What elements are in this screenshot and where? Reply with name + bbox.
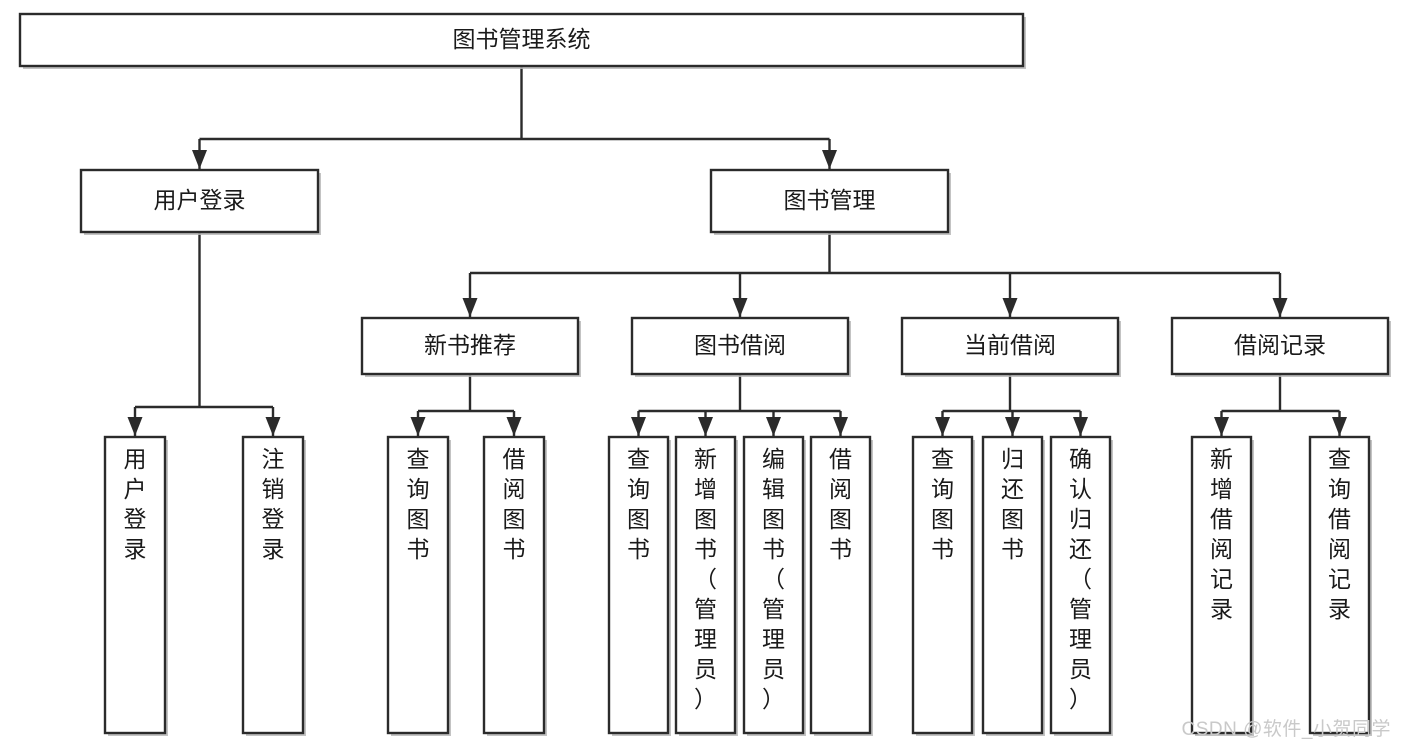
node-label: 确认归还（管理员） xyxy=(1069,446,1092,712)
node-label: 新增借阅记录 xyxy=(1210,446,1233,622)
arrow-head-icon xyxy=(410,417,426,436)
arrow-head-icon xyxy=(935,417,950,436)
node-leaf-logout-login[interactable]: 注销登录 xyxy=(241,435,306,736)
arrow-head-icon xyxy=(265,417,281,436)
connector-layer xyxy=(127,66,1347,436)
node-current-borrow[interactable]: 当前借阅 xyxy=(900,316,1121,377)
node-label: 查询图书 xyxy=(931,446,954,562)
node-label: 查询图书 xyxy=(407,446,430,562)
node-label: 用户登录 xyxy=(124,446,147,562)
node-label: 借阅图书 xyxy=(829,446,852,562)
arrow-head-icon xyxy=(462,298,478,317)
node-label: 图书借阅 xyxy=(694,332,786,358)
arrow-head-icon xyxy=(1005,417,1020,436)
node-label: 图书管理 xyxy=(784,187,876,213)
arrow-head-icon xyxy=(698,417,713,436)
node-label: 借阅记录 xyxy=(1234,332,1326,358)
node-label: 新书推荐 xyxy=(424,332,516,358)
node-leaf-return-book[interactable]: 归还图书 xyxy=(981,435,1045,736)
arrow-head-icon xyxy=(822,150,837,169)
node-label: 新增图书（管理员） xyxy=(694,446,717,712)
node-label: 当前借阅 xyxy=(964,332,1056,358)
node-book-manage[interactable]: 图书管理 xyxy=(709,168,951,235)
arrow-head-icon xyxy=(833,417,848,436)
node-leaf-edit-book[interactable]: 编辑图书（管理员） xyxy=(742,435,806,736)
node-label: 注销登录 xyxy=(262,446,285,562)
node-book-borrow[interactable]: 图书借阅 xyxy=(630,316,851,377)
arrow-head-icon xyxy=(1073,417,1088,436)
node-leaf-borrow-book-1[interactable]: 借阅图书 xyxy=(482,435,547,736)
node-root[interactable]: 图书管理系统 xyxy=(18,12,1026,69)
node-leaf-confirm-return[interactable]: 确认归还（管理员） xyxy=(1049,435,1113,736)
node-layer: 图书管理系统用户登录图书管理新书推荐图书借阅当前借阅借阅记录用户登录注销登录查询… xyxy=(18,12,1391,736)
node-leaf-query-book-3[interactable]: 查询图书 xyxy=(911,435,975,736)
arrow-head-icon xyxy=(1214,417,1229,436)
arrow-head-icon xyxy=(1002,298,1018,317)
arrow-head-icon xyxy=(631,417,646,436)
node-leaf-query-book-2[interactable]: 查询图书 xyxy=(607,435,671,736)
node-label: 用户登录 xyxy=(154,187,246,213)
node-new-book-rec[interactable]: 新书推荐 xyxy=(360,316,581,377)
node-label: 编辑图书（管理员） xyxy=(762,446,785,712)
node-label: 借阅图书 xyxy=(503,446,526,562)
node-label: 查询借阅记录 xyxy=(1328,446,1351,622)
node-leaf-add-book[interactable]: 新增图书（管理员） xyxy=(674,435,738,736)
node-label: 归还图书 xyxy=(1001,446,1024,562)
arrow-head-icon xyxy=(127,417,143,436)
node-leaf-borrow-book-2[interactable]: 借阅图书 xyxy=(809,435,873,736)
node-label: 图书管理系统 xyxy=(453,26,591,52)
node-user-login[interactable]: 用户登录 xyxy=(79,168,321,235)
arrow-head-icon xyxy=(766,417,781,436)
node-leaf-query-book-1[interactable]: 查询图书 xyxy=(386,435,451,736)
arrow-head-icon xyxy=(1332,417,1347,436)
node-leaf-add-record[interactable]: 新增借阅记录 xyxy=(1190,435,1254,736)
arrow-head-icon xyxy=(732,298,748,317)
node-borrow-record[interactable]: 借阅记录 xyxy=(1170,316,1391,377)
node-leaf-query-record[interactable]: 查询借阅记录 xyxy=(1308,435,1372,736)
arrow-head-icon xyxy=(1272,298,1288,317)
arrow-head-icon xyxy=(506,417,522,436)
node-leaf-user-login[interactable]: 用户登录 xyxy=(103,435,168,736)
arrow-head-icon xyxy=(192,150,207,169)
node-label: 查询图书 xyxy=(627,446,650,562)
